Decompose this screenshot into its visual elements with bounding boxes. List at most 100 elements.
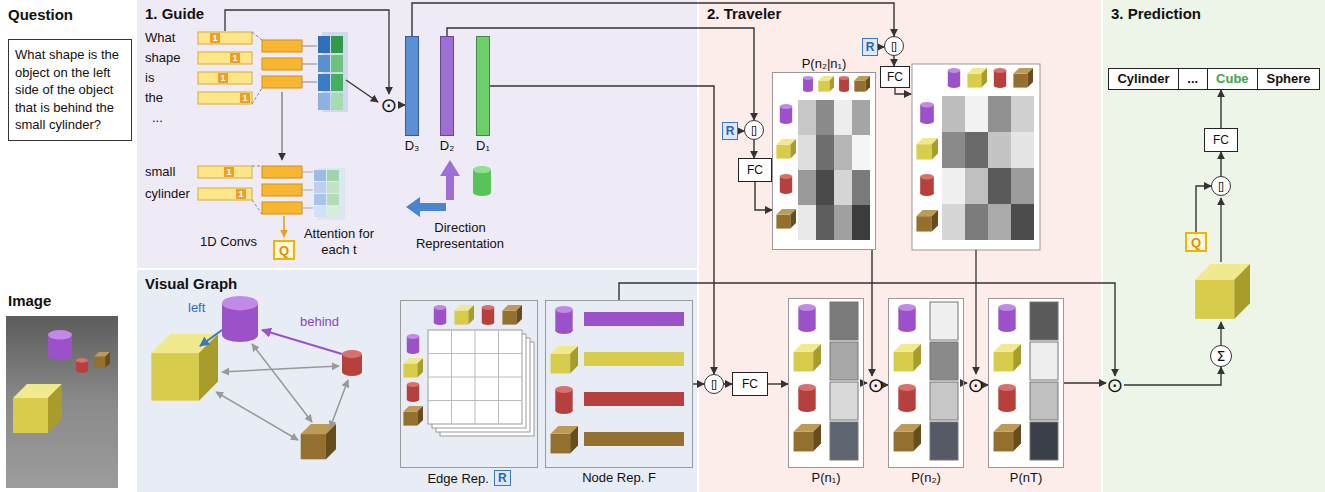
flow-arrow <box>225 10 389 94</box>
concat-operator: [] <box>744 120 764 140</box>
question-word: ... <box>152 110 163 126</box>
concat-operator: [] <box>1211 176 1231 196</box>
one-hot-cell <box>236 189 246 199</box>
question-text: Question <box>8 6 132 23</box>
matrix-cell <box>988 168 1011 204</box>
matrix-cell <box>965 96 988 132</box>
one-hot-digit: 1 <box>224 167 234 177</box>
matrix-cell <box>942 204 965 240</box>
word-vector <box>198 166 252 178</box>
connector <box>1220 152 1221 176</box>
class-label: Sphere <box>1257 69 1319 89</box>
concat-operator: [] <box>884 36 904 56</box>
cylinder-body <box>434 320 446 325</box>
probability-cell <box>1030 342 1058 380</box>
attention-cell <box>327 182 339 193</box>
matrix-cell <box>852 100 870 135</box>
cube-side <box>932 138 938 160</box>
word-vector <box>198 72 252 84</box>
one-hot-cell <box>230 53 240 63</box>
cube-face <box>994 352 1014 372</box>
conv-output <box>262 184 302 196</box>
product-operator: ⊙ <box>380 96 398 114</box>
cylinder-body <box>948 83 960 88</box>
symbol-text: R <box>866 40 875 54</box>
cube-face <box>854 80 865 91</box>
matrix-symbol: R <box>494 470 511 486</box>
layer-label: FC <box>887 70 903 84</box>
vector-label: D₃ <box>405 138 420 153</box>
connector <box>893 56 894 66</box>
cube-face <box>794 352 814 372</box>
attention-cell <box>327 194 339 205</box>
cylinder-top <box>407 334 419 339</box>
conv-output <box>262 76 302 88</box>
cylinder-body <box>780 119 792 124</box>
cube-face <box>151 353 199 401</box>
matrix-cell <box>834 135 852 170</box>
cylinder-top <box>473 166 491 173</box>
probability-cell <box>930 302 958 340</box>
cylinder-top <box>76 358 88 363</box>
product-operator: ⊙ <box>867 376 885 394</box>
matrix-cell <box>798 135 816 170</box>
panel-caption: Node Rep. F <box>582 470 656 485</box>
prediction-panel-bg <box>1103 0 1325 492</box>
node-probability: P(n₂) <box>888 298 964 468</box>
probability-cell <box>830 302 858 340</box>
cube-side <box>866 76 870 92</box>
question-word: cylinder <box>145 186 190 202</box>
attention-cell <box>331 55 343 72</box>
panel-title: 3. Prediction <box>1103 0 1209 27</box>
connector <box>447 28 754 120</box>
attention-cell <box>327 206 339 217</box>
relation-arrow <box>216 392 298 440</box>
cube-side <box>790 209 796 229</box>
node-feature <box>584 352 684 366</box>
cube-side <box>1013 344 1021 371</box>
fc-layer: FC <box>732 372 768 396</box>
connector <box>619 283 1115 376</box>
word-vector <box>198 188 252 200</box>
cylinder-top <box>555 306 572 313</box>
one-hot-cell <box>218 73 228 83</box>
cylinder-top <box>898 384 915 391</box>
conv-output <box>262 40 302 52</box>
question-vector: Q <box>273 240 295 260</box>
matrix-cell <box>798 170 816 205</box>
conv-output <box>262 58 302 70</box>
cylinder-top <box>839 76 849 80</box>
cube-side <box>326 424 336 459</box>
connector <box>490 86 714 374</box>
annotation: Direction Representation <box>408 220 512 252</box>
cylinder-top <box>998 384 1015 391</box>
connector <box>964 382 967 383</box>
cube-face <box>403 412 417 426</box>
layer-label: FC <box>742 377 758 391</box>
one-hot-digit: 1 <box>240 93 250 103</box>
leader-line <box>302 190 313 191</box>
image-panel: Image <box>8 292 120 488</box>
label-row: Edge Rep.R <box>401 470 537 486</box>
cube-face <box>994 432 1014 452</box>
symbol-text: ⊙ <box>968 376 985 394</box>
flow-arrow <box>346 80 378 102</box>
cube-side <box>1234 264 1250 319</box>
cube-face <box>551 354 571 374</box>
concat-operator: [] <box>704 374 724 394</box>
question-word: the <box>145 90 163 106</box>
matrix-cell <box>852 135 870 170</box>
matrix-cell <box>852 205 870 240</box>
edge-rep-input: R <box>722 122 738 140</box>
cube-face <box>454 311 468 325</box>
grid-line <box>498 330 499 424</box>
matrix-cell <box>834 205 852 240</box>
question-word: is <box>145 70 154 86</box>
probability-cell <box>930 382 958 420</box>
matrix-cell <box>965 204 988 240</box>
cube-face <box>403 364 417 378</box>
relation-arrow <box>252 344 312 422</box>
cylinder-body <box>555 407 572 414</box>
symbol-text: R <box>726 124 735 138</box>
